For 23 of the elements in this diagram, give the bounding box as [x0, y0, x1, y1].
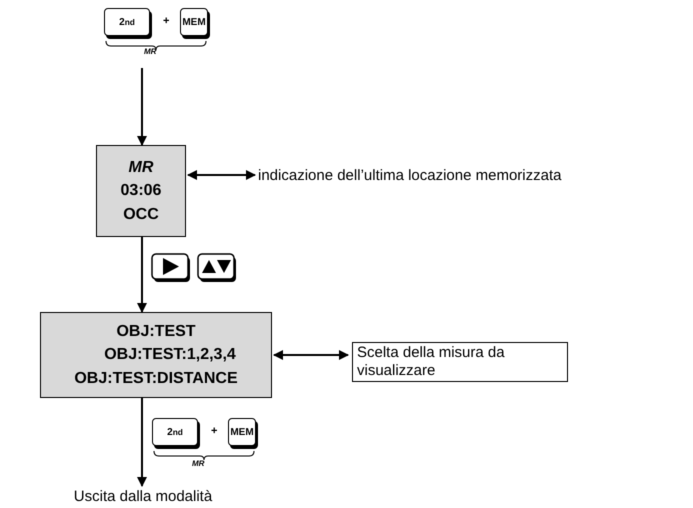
plus-sign: + — [211, 425, 218, 437]
key-button: MEM — [180, 8, 208, 36]
arrow — [137, 68, 147, 146]
display-box — [96, 145, 186, 237]
note-box — [352, 342, 568, 382]
display-line: 03:06 — [120, 181, 162, 202]
exit-text: Uscita dalla modalità — [74, 488, 212, 504]
display-line: OCC — [123, 204, 159, 225]
key-button: MEM — [228, 418, 256, 446]
display-line: MR — [128, 158, 154, 178]
note-text: indicazione dell’ultima locazione memorizzata — [258, 166, 562, 184]
arrow — [137, 237, 147, 313]
key-caption: MR — [192, 459, 204, 468]
key-caption: MR — [144, 47, 156, 56]
plus-sign: + — [163, 15, 170, 27]
display-line: OBJ:TEST:DISTANCE — [74, 368, 238, 389]
arrow — [137, 398, 147, 487]
arrow — [273, 350, 349, 360]
display-box — [40, 312, 272, 398]
display-line: OBJ:TEST:1,2,3,4 — [104, 345, 236, 366]
note-text: Scelta della misura da visualizzare — [357, 344, 506, 380]
arrow — [187, 170, 256, 180]
display-line: OBJ:TEST — [116, 322, 196, 342]
